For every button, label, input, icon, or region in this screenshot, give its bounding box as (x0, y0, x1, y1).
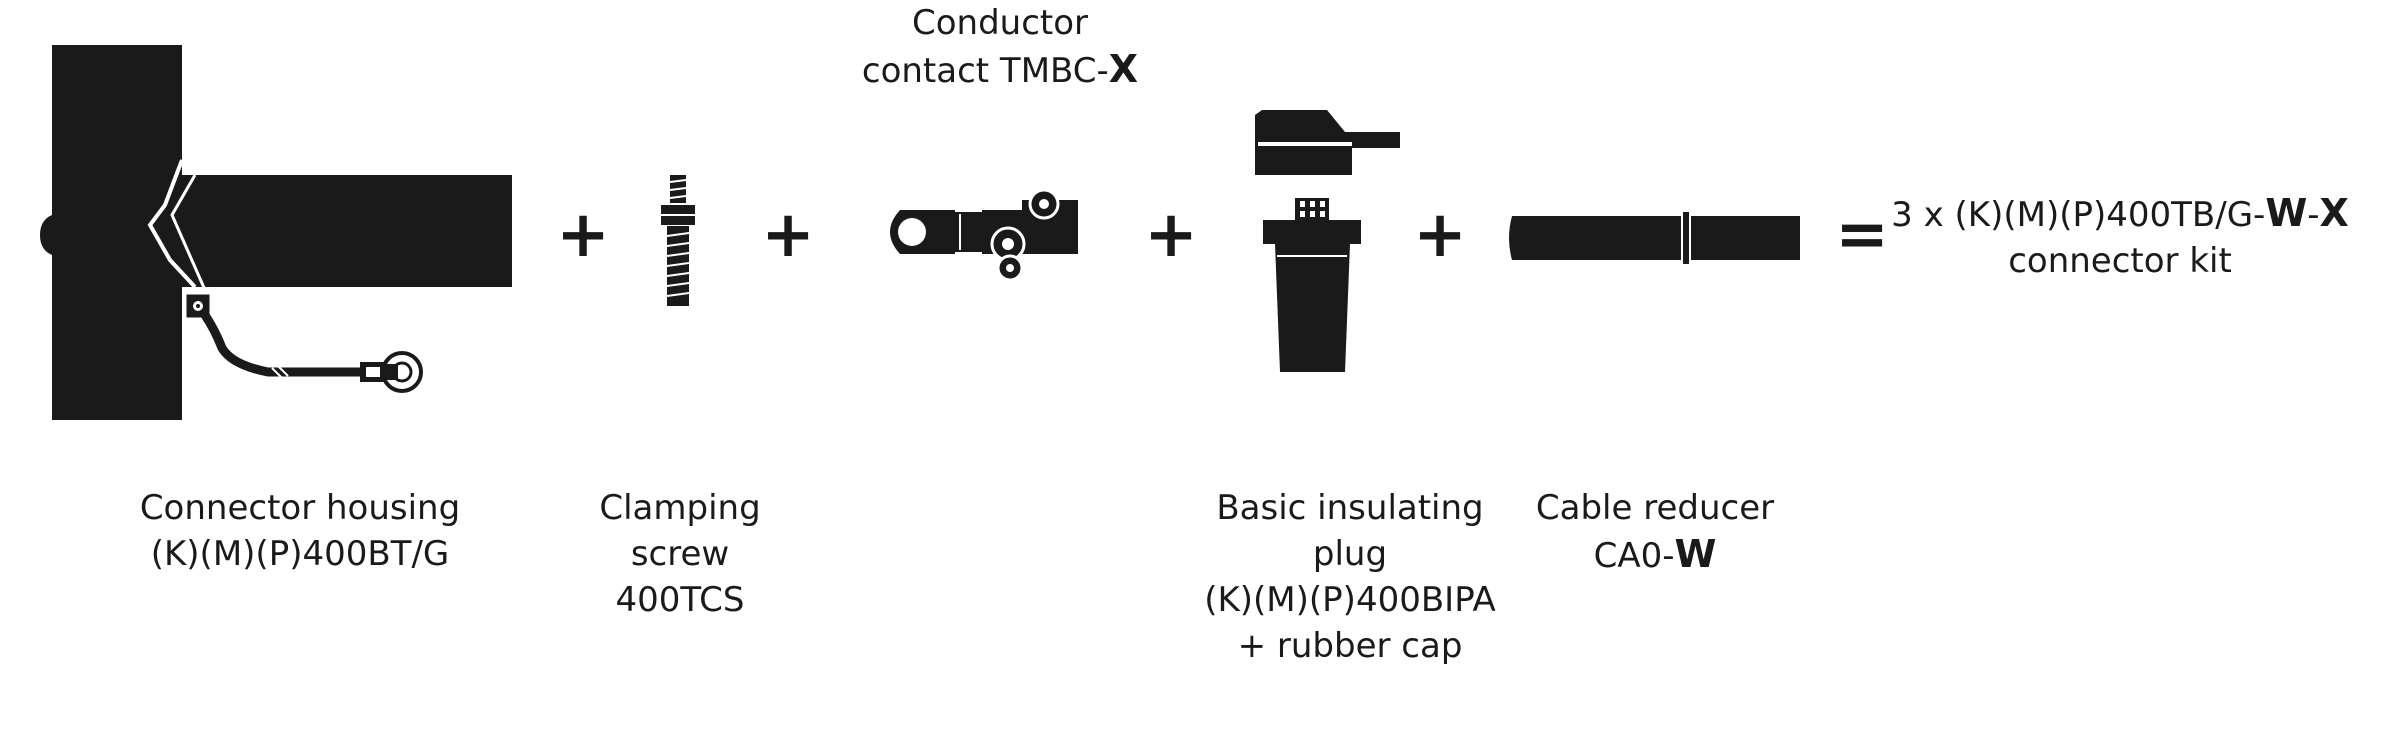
caption-line: CA0-W (1520, 531, 1790, 579)
caption-line: + rubber cap (1237, 626, 1463, 666)
result-code-dash: - (2307, 195, 2320, 235)
result-code-x: X (2319, 191, 2349, 235)
caption-variant-w: W (1674, 532, 1717, 576)
plus-operator-4: + (1413, 198, 1467, 272)
caption-variant-x: X (1108, 47, 1139, 91)
caption-connector-housing: Connector housing (K)(M)(P)400BT/G (100, 485, 500, 577)
caption-line: screw (630, 534, 730, 574)
plus-operator-2: + (761, 198, 815, 272)
conductor-contact-drawing (890, 188, 1078, 282)
equals-operator: = (1835, 198, 1889, 272)
plus-operator-3: + (1144, 198, 1198, 272)
caption-clamping-screw: Clamping screw 400TCS (560, 485, 800, 623)
insulating-plug-drawing (1255, 110, 1400, 372)
caption-text: CA0- (1593, 536, 1675, 576)
caption-line: Conductor (911, 3, 1089, 43)
caption-line: (K)(M)(P)400BT/G (150, 534, 450, 574)
result-code-prefix: 3 x (K)(M)(P)400TB/G- (1891, 195, 2266, 235)
caption-line: Clamping (599, 488, 761, 528)
connector-kit-result: 3 x (K)(M)(P)400TB/G-W-X connector kit (1880, 190, 2360, 284)
caption-insulating-plug: Basic insulating plug (K)(M)(P)400BIPA +… (1180, 485, 1520, 669)
caption-line: contact TMBC-X (840, 46, 1160, 94)
plus-operator-1: + (556, 198, 610, 272)
result-code-w: W (2265, 191, 2308, 235)
clamping-screw-drawing (661, 175, 695, 306)
cable-reducer-drawing (1509, 212, 1800, 264)
caption-line: Connector housing (139, 488, 461, 528)
result-line-2: connector kit (2008, 241, 2232, 281)
connector-housing-drawing (40, 45, 512, 420)
caption-line: 400TCS (615, 580, 745, 620)
caption-cable-reducer: Cable reducer CA0-W (1520, 485, 1790, 579)
caption-conductor-contact: Conductor contact TMBC-X (840, 0, 1160, 94)
result-line-1: 3 x (K)(M)(P)400TB/G-W-X (1880, 190, 2360, 238)
caption-line: plug (1312, 534, 1388, 574)
caption-text: contact TMBC- (861, 51, 1109, 91)
caption-line: (K)(M)(P)400BIPA (1204, 580, 1496, 620)
caption-line: Cable reducer (1535, 488, 1775, 528)
caption-line: Basic insulating (1216, 488, 1484, 528)
